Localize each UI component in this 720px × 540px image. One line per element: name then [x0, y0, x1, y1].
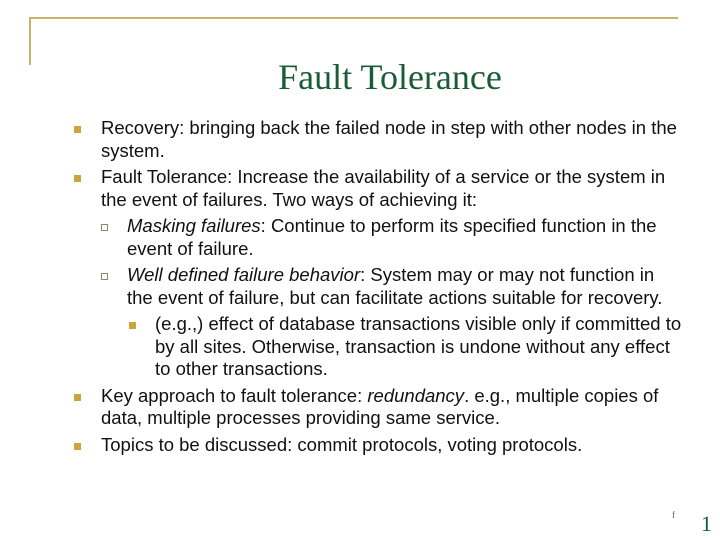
- bullet-text: (e.g.,) effect of database transactions …: [155, 313, 682, 379]
- bullet-text: : System may or may not function in the …: [127, 264, 663, 308]
- bullet-recovery: Recovery: bringing back the failed node …: [73, 117, 683, 162]
- bullet-redundancy: Key approach to fault tolerance: redunda…: [73, 385, 683, 430]
- checkbox-bullet-icon: [101, 273, 108, 280]
- bullet-text: Recovery: bringing back the failed node …: [101, 117, 677, 161]
- bullet-topics: Topics to be discussed: commit protocols…: [73, 434, 683, 457]
- bullet-text: Fault Tolerance: Increase the availabili…: [101, 166, 666, 210]
- bullet-text: Topics to be discussed: commit protocols…: [101, 433, 583, 455]
- decorative-left-rule: [29, 17, 31, 65]
- page-number: 1: [701, 511, 712, 536]
- bullet-term: Masking failures: [127, 215, 261, 236]
- sub-sub-bullet-example: (e.g.,) effect of database transactions …: [73, 313, 683, 381]
- bullet-text: : Continue to perform its specified func…: [127, 215, 657, 259]
- footnote-mark: f: [672, 510, 675, 520]
- sub-bullet-masking-failures: Masking failures: Continue to perform it…: [73, 215, 683, 260]
- bullet-pre: Key approach to fault tolerance:: [101, 384, 368, 406]
- sub-bullet-well-defined-failure: Well defined failure behavior: System ma…: [73, 264, 683, 309]
- bullet-text: . e.g., multiple copies of data, multipl…: [101, 384, 659, 429]
- bullet-term: redundancy: [367, 384, 465, 406]
- checkbox-bullet-icon: [101, 224, 108, 231]
- slide-title: Fault Tolerance: [278, 57, 502, 97]
- bullet-fault-tolerance: Fault Tolerance: Increase the availabili…: [73, 166, 683, 211]
- decorative-top-rule: [29, 17, 678, 19]
- bullet-term: Well defined failure behavior: [127, 264, 361, 285]
- slide-body: Recovery: bringing back the failed node …: [73, 117, 683, 460]
